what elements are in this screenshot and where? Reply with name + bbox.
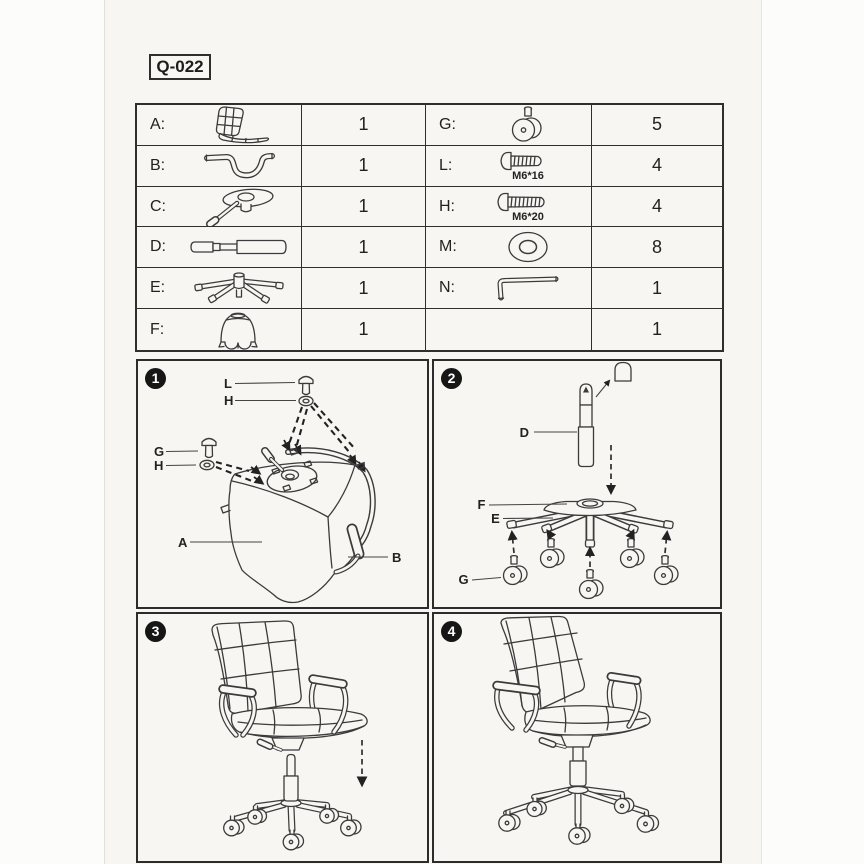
armrest-frame-icon	[203, 152, 275, 179]
mechanism-icon	[205, 188, 274, 227]
step1-label-B: B	[392, 550, 402, 565]
part-cell-D: D:	[137, 227, 302, 269]
step-1-drawing: L H G H A B	[154, 375, 402, 604]
step-3-panel: 3	[136, 612, 429, 863]
qty-cell: 1	[302, 227, 426, 269]
part-cell-H: H: M6*20	[426, 186, 592, 228]
step-4-badge: 4	[441, 621, 462, 642]
part-cell-N: N:	[426, 268, 592, 310]
qty-cell: 1	[302, 105, 426, 146]
part-label: G:	[439, 115, 456, 133]
step-4-drawing	[492, 615, 660, 845]
screw-icon	[500, 151, 542, 170]
qty-cell: 1	[302, 309, 426, 350]
part-label: F:	[150, 320, 165, 338]
model-label: Q-022	[149, 54, 211, 80]
part-label: H:	[439, 197, 455, 215]
qty-cell: 1	[302, 268, 426, 310]
part-label: M:	[439, 238, 457, 256]
part-cell-B: B:	[137, 145, 302, 187]
allen-key-icon	[497, 276, 559, 301]
part-label: C:	[150, 197, 166, 215]
screw-size-label: M6*16	[512, 169, 544, 182]
qty-cell: 1	[651, 319, 662, 340]
part-label: L:	[439, 156, 453, 174]
step-2-drawing: D F E	[458, 361, 679, 600]
part-cell-C: C:	[137, 186, 302, 228]
qty-cell: 4	[592, 146, 722, 187]
star-base-icon	[193, 272, 284, 304]
step-3-badge: 3	[145, 621, 166, 642]
part-label: B:	[150, 156, 166, 174]
caster-icon	[511, 106, 542, 142]
part-cell-L: L: M6*16	[426, 145, 592, 187]
part-cell-empty	[426, 309, 592, 350]
step2-label-G: G	[458, 572, 469, 587]
part-label: N:	[439, 279, 455, 297]
step-2-badge: 2	[441, 368, 462, 389]
part-cell-G: G:	[426, 105, 592, 146]
step2-label-E: E	[491, 511, 501, 526]
gas-lift-icon	[189, 240, 287, 255]
step2-label-F: F	[478, 497, 487, 512]
cover-icon	[217, 312, 258, 350]
screw-size-label: M6*20	[512, 210, 544, 223]
parts-table: A: 1 G: 5 B:	[135, 103, 724, 352]
step1-label-H-top: H	[224, 393, 234, 408]
step1-label-A: A	[178, 535, 188, 550]
screw-icon	[497, 192, 545, 211]
part-cell-F: F:	[137, 309, 302, 350]
part-cell-A: A:	[137, 105, 302, 146]
step1-label-H-left: H	[154, 458, 164, 473]
part-label: D:	[150, 238, 166, 256]
qty-cell: 1	[302, 186, 426, 228]
part-cell-M: M:	[426, 227, 592, 269]
qty-cell: 1	[592, 268, 722, 310]
qty-cell: 5	[592, 105, 722, 146]
washer-icon	[508, 232, 548, 263]
step1-label-G: G	[154, 444, 165, 459]
step-4-panel: 4	[432, 612, 722, 863]
step-1-badge: 1	[145, 368, 166, 389]
qty-cell: 8	[592, 227, 722, 269]
qty-cell: 4	[592, 187, 722, 228]
part-label: E:	[150, 279, 166, 297]
step1-label-L: L	[224, 376, 233, 391]
step-2-panel: 2 D F E	[432, 359, 722, 609]
part-cell-E: E:	[137, 268, 302, 310]
part-label: A:	[150, 115, 166, 133]
qty-cell: 1	[302, 145, 426, 187]
step-3-drawing	[211, 620, 368, 851]
step-1-panel: 1	[136, 359, 429, 609]
step2-label-D: D	[520, 425, 530, 440]
chair-seat-back-icon	[215, 106, 269, 144]
